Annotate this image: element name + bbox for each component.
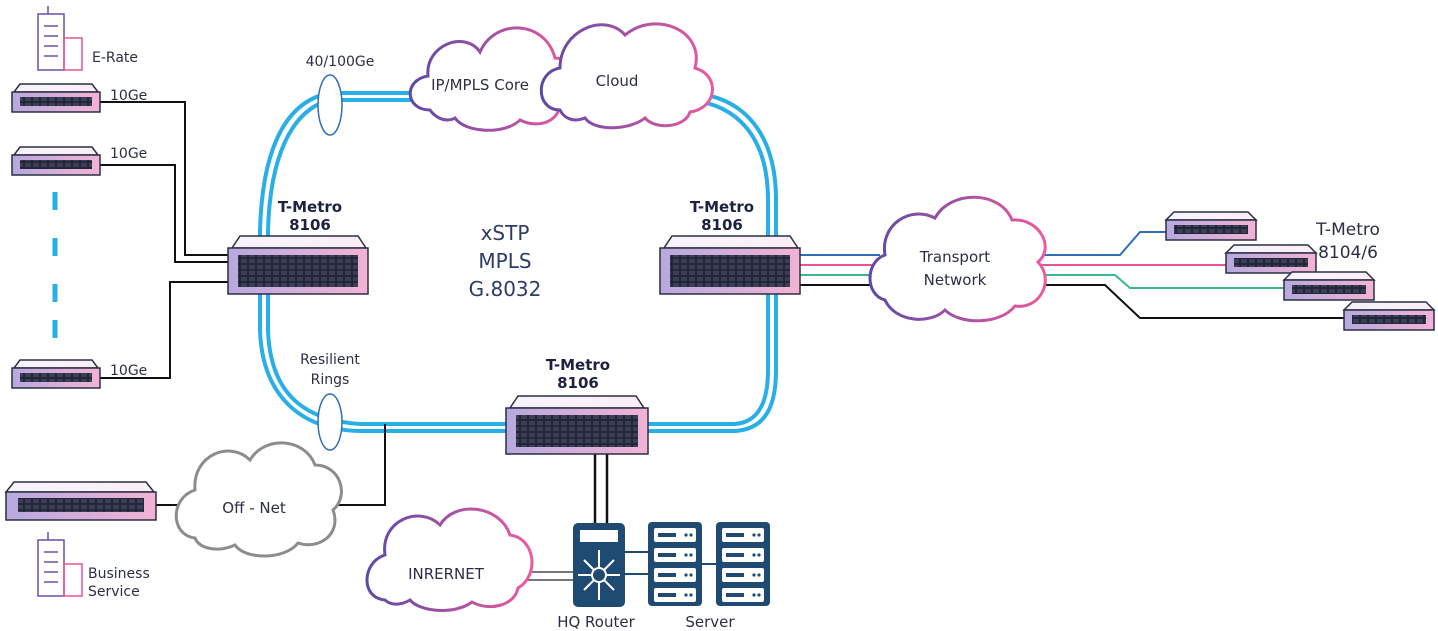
switch-metro-left[interactable] [227,235,369,295]
switch-metro-bottom[interactable] [505,395,649,455]
access-lines [100,101,386,506]
building-icon [37,6,83,71]
metro-bottom-label-2: 8106 [557,374,599,392]
access-switch-2[interactable] [11,146,101,176]
cloud-transport-label-1: Transport [919,248,991,266]
business-service-label-2: Service [88,584,140,600]
cloud-internet [365,507,534,612]
server-icon[interactable] [648,522,702,606]
transport-links [798,231,1350,319]
metro-right-label-1: T-Metro [690,198,754,216]
hq-links [593,450,609,525]
access-link-label-1: 10Ge [110,88,147,104]
metro-right-label-2: 8106 [701,216,743,234]
metro-small-switch-4[interactable] [1342,301,1436,331]
cloud-ip-mpls-core-label: IP/MPLS Core [431,76,529,94]
rings-link-marker [317,393,343,451]
cloud-cloud-label: Cloud [596,72,639,90]
access-switch-3[interactable] [11,359,101,389]
hq-router-icon[interactable] [573,523,625,607]
cloud-cloud [539,22,714,130]
center-label-1: xSTP [481,221,530,245]
top-link-label: 40/100Ge [306,54,375,70]
hq-router-label: HQ Router [557,613,635,631]
metro-bottom-label-1: T-Metro [546,356,610,374]
metro-small-switch-2[interactable] [1224,244,1318,274]
center-label-2: MPLS [478,249,531,273]
metro-left-label-1: T-Metro [278,198,342,216]
server-icon[interactable] [716,522,770,606]
e-rate-label: E-Rate [92,50,138,66]
access-switch-1[interactable] [11,83,101,113]
cloud-off-net-label: Off - Net [222,499,286,517]
business-service-label-1: Business [88,566,150,582]
business-switch[interactable] [4,481,157,521]
access-link-label-3: 10Ge [110,363,147,379]
resilient-ring [258,91,778,433]
cloud-off-net [174,441,343,558]
access-link-label-2: 10Ge [110,146,147,162]
metro-far-right-label-2: 8104/6 [1318,243,1378,263]
server-label: Server [685,613,735,631]
cloud-internet-label: INRERNET [408,565,485,583]
cloud-transport-network [868,195,1047,323]
resilient-rings-label-2: Rings [311,372,350,388]
metro-small-switch-3[interactable] [1282,271,1376,301]
metro-left-label-2: 8106 [289,216,331,234]
building-icon [37,532,83,597]
resilient-rings-label-1: Resilient [300,352,360,368]
center-label-3: G.8032 [469,277,542,301]
switch-metro-right[interactable] [659,235,801,295]
top-link-marker [317,74,343,136]
metro-small-switch-1[interactable] [1164,211,1258,241]
server-links [625,551,648,575]
metro-far-right-label-1: T-Metro [1315,220,1380,240]
cloud-transport-label-2: Network [924,271,987,289]
